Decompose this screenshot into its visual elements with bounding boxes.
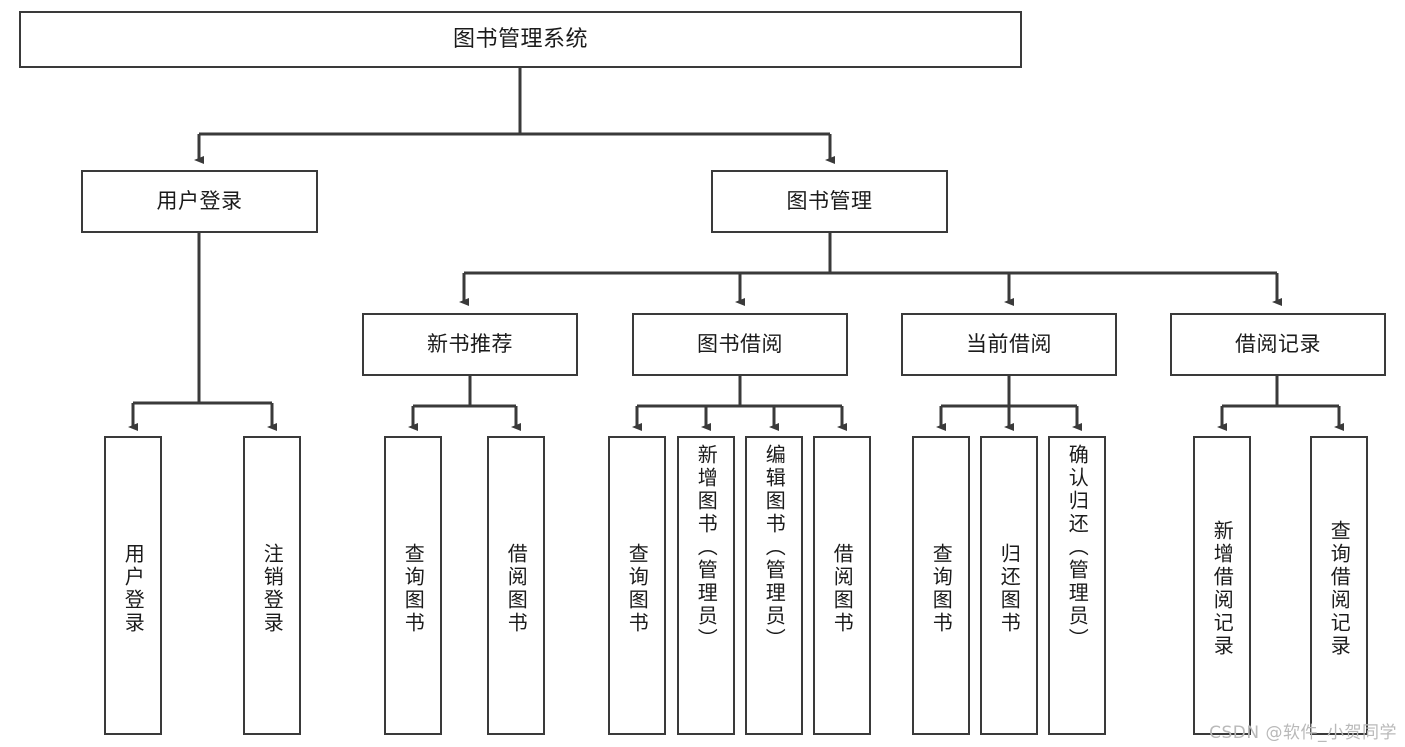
node-label: 借阅图书: [504, 542, 529, 635]
node-leaf-borrow-book-2[interactable]: 借阅图书: [813, 436, 871, 735]
node-label: 注销登录: [260, 542, 285, 635]
node-leaf-query-record[interactable]: 查询借阅记录: [1310, 436, 1368, 735]
node-leaf-logout-login[interactable]: 注销登录: [243, 436, 301, 735]
node-root-system[interactable]: 图书管理系统: [19, 11, 1022, 68]
node-label: 确认归还（管理员）: [1065, 444, 1090, 651]
node-label: 新增图书（管理员）: [694, 444, 719, 651]
node-user-login[interactable]: 用户登录: [81, 170, 318, 233]
node-label: 图书管理: [786, 189, 873, 214]
node-label: 图书借阅: [697, 332, 783, 357]
node-label: 查询图书: [625, 542, 650, 635]
node-label: 用户登录: [156, 189, 243, 214]
node-label: 用户登录: [121, 542, 146, 635]
node-new-book-recommend[interactable]: 新书推荐: [362, 313, 578, 376]
node-book-manage[interactable]: 图书管理: [711, 170, 948, 233]
node-label: 借阅记录: [1235, 332, 1321, 357]
node-label: 查询图书: [401, 542, 426, 635]
node-leaf-edit-book[interactable]: 编辑图书（管理员）: [745, 436, 803, 735]
node-label: 图书管理系统: [452, 26, 588, 52]
node-leaf-query-book-2[interactable]: 查询图书: [608, 436, 666, 735]
node-leaf-add-book[interactable]: 新增图书（管理员）: [677, 436, 735, 735]
node-leaf-user-login[interactable]: 用户登录: [104, 436, 162, 735]
node-current-borrow[interactable]: 当前借阅: [901, 313, 1117, 376]
node-borrow-record[interactable]: 借阅记录: [1170, 313, 1386, 376]
node-label: 编辑图书（管理员）: [762, 444, 787, 651]
node-label: 查询图书: [929, 542, 954, 635]
node-book-borrow[interactable]: 图书借阅: [632, 313, 848, 376]
node-label: 新增借阅记录: [1210, 519, 1235, 658]
node-label: 借阅图书: [830, 542, 855, 635]
node-leaf-query-book-1[interactable]: 查询图书: [384, 436, 442, 735]
node-label: 归还图书: [997, 542, 1022, 635]
node-leaf-borrow-book-1[interactable]: 借阅图书: [487, 436, 545, 735]
node-label: 新书推荐: [427, 332, 513, 357]
node-leaf-confirm-return[interactable]: 确认归还（管理员）: [1048, 436, 1106, 735]
node-leaf-add-record[interactable]: 新增借阅记录: [1193, 436, 1251, 735]
node-leaf-query-book-3[interactable]: 查询图书: [912, 436, 970, 735]
node-label: 当前借阅: [966, 332, 1052, 357]
node-leaf-return-book[interactable]: 归还图书: [980, 436, 1038, 735]
watermark-text: CSDN @软件_小贺同学: [1209, 723, 1397, 743]
node-label: 查询借阅记录: [1327, 519, 1352, 658]
